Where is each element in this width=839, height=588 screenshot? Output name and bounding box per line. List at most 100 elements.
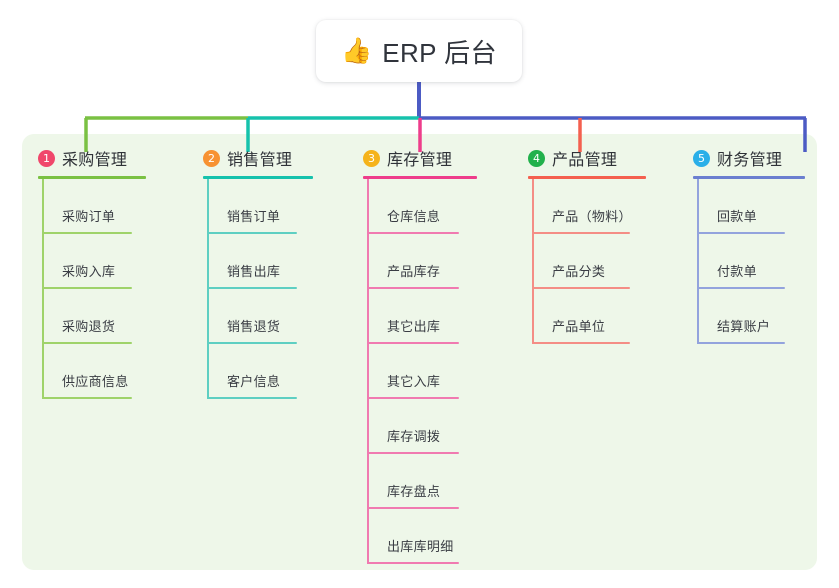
leaf-rule [532, 287, 630, 289]
column-title: 产品管理 [552, 152, 618, 169]
column-spine [42, 179, 44, 399]
leaf-item[interactable]: 供应商信息 [38, 344, 146, 399]
leaf-label: 客户信息 [227, 374, 281, 389]
column-header-4[interactable]: 4 产品管理 [528, 146, 646, 170]
column-header-1[interactable]: 1 采购管理 [38, 146, 146, 170]
leaf-rule [367, 562, 459, 564]
leaf-list: 产品（物料） 产品分类产品单位 [528, 179, 646, 344]
leaf-item[interactable]: 产品单位 [528, 289, 646, 344]
leaf-item[interactable]: 产品分类 [528, 234, 646, 289]
leaf-list: 回款单付款单结算账户 [693, 179, 805, 344]
leaf-label: 产品（物料） [552, 209, 632, 224]
leaf-item[interactable]: 库存盘点 [363, 454, 477, 509]
leaf-label: 仓库信息 [387, 209, 441, 224]
leaf-label: 产品库存 [387, 264, 441, 279]
leaf-rule [207, 342, 297, 344]
column-header-rule [363, 176, 477, 179]
leaf-label: 销售订单 [227, 209, 281, 224]
root-node-card[interactable]: 👍 ERP 后台 [316, 20, 522, 82]
column-spine [697, 179, 699, 344]
column-badge-5: 5 [693, 149, 710, 167]
leaf-label: 采购订单 [62, 209, 116, 224]
leaf-item[interactable]: 结算账户 [693, 289, 805, 344]
leaf-label: 供应商信息 [62, 374, 129, 389]
leaf-item[interactable]: 其它入库 [363, 344, 477, 399]
leaf-rule [697, 232, 785, 234]
leaf-item[interactable]: 销售退货 [203, 289, 313, 344]
column-spine [367, 179, 369, 564]
column-销售管理: 2 销售管理销售订单销售出库销售退货客户信息 [203, 146, 313, 399]
leaf-rule [367, 507, 459, 509]
leaf-label: 回款单 [717, 209, 757, 224]
leaf-rule [207, 232, 297, 234]
leaf-label: 其它出库 [387, 319, 441, 334]
column-header-rule [693, 176, 805, 179]
thumbs-up-icon: 👍 [341, 36, 373, 65]
leaf-rule [42, 342, 132, 344]
leaf-rule [697, 342, 785, 344]
leaf-rule [367, 287, 459, 289]
leaf-rule [367, 342, 459, 344]
leaf-label: 库存盘点 [387, 484, 441, 499]
column-title: 采购管理 [62, 152, 128, 169]
leaf-item[interactable]: 付款单 [693, 234, 805, 289]
leaf-item[interactable]: 采购退货 [38, 289, 146, 344]
leaf-label: 采购入库 [62, 264, 116, 279]
leaf-label: 销售退货 [227, 319, 281, 334]
column-spine [207, 179, 209, 399]
leaf-rule [532, 342, 630, 344]
leaf-label: 产品单位 [552, 319, 606, 334]
leaf-label: 产品分类 [552, 264, 606, 279]
leaf-label: 销售出库 [227, 264, 281, 279]
leaf-item[interactable]: 销售订单 [203, 179, 313, 234]
column-title: 财务管理 [717, 152, 783, 169]
leaf-list: 仓库信息产品库存其它出库其它入库库存调拨库存盘点出库库明细 [363, 179, 477, 564]
leaf-label: 其它入库 [387, 374, 441, 389]
leaf-rule [367, 397, 459, 399]
column-产品管理: 4 产品管理产品（物料） 产品分类产品单位 [528, 146, 646, 344]
column-header-rule [38, 176, 146, 179]
column-title: 库存管理 [387, 152, 453, 169]
leaf-label: 结算账户 [717, 319, 771, 334]
leaf-list: 采购订单采购入库采购退货供应商信息 [38, 179, 146, 399]
leaf-list: 销售订单销售出库销售退货客户信息 [203, 179, 313, 399]
column-header-2[interactable]: 2 销售管理 [203, 146, 313, 170]
leaf-rule [42, 287, 132, 289]
leaf-rule [207, 397, 297, 399]
column-badge-4: 4 [528, 149, 545, 167]
leaf-label: 采购退货 [62, 319, 116, 334]
leaf-label: 付款单 [717, 264, 757, 279]
leaf-item[interactable]: 仓库信息 [363, 179, 477, 234]
leaf-item[interactable]: 客户信息 [203, 344, 313, 399]
column-header-5[interactable]: 5 财务管理 [693, 146, 805, 170]
leaf-label: 出库库明细 [387, 539, 454, 554]
leaf-rule [207, 287, 297, 289]
leaf-item[interactable]: 出库库明细 [363, 509, 477, 564]
column-采购管理: 1 采购管理采购订单采购入库采购退货供应商信息 [38, 146, 146, 399]
root-title: ERP 后台 [382, 37, 497, 68]
leaf-rule [42, 397, 132, 399]
leaf-item[interactable]: 回款单 [693, 179, 805, 234]
leaf-label: 库存调拨 [387, 429, 441, 444]
leaf-item[interactable]: 销售出库 [203, 234, 313, 289]
column-title: 销售管理 [227, 152, 293, 169]
leaf-item[interactable]: 其它出库 [363, 289, 477, 344]
diagram-panel [22, 134, 817, 570]
leaf-item[interactable]: 产品（物料） [528, 179, 646, 234]
leaf-item[interactable]: 产品库存 [363, 234, 477, 289]
leaf-item[interactable]: 采购订单 [38, 179, 146, 234]
column-财务管理: 5 财务管理回款单付款单结算账户 [693, 146, 805, 344]
column-spine [532, 179, 534, 344]
leaf-rule [697, 287, 785, 289]
leaf-item[interactable]: 采购入库 [38, 234, 146, 289]
column-header-rule [528, 176, 646, 179]
leaf-item[interactable]: 库存调拨 [363, 399, 477, 454]
column-badge-2: 2 [203, 149, 220, 167]
leaf-rule [367, 232, 459, 234]
leaf-rule [367, 452, 459, 454]
column-badge-1: 1 [38, 149, 55, 167]
leaf-rule [42, 232, 132, 234]
